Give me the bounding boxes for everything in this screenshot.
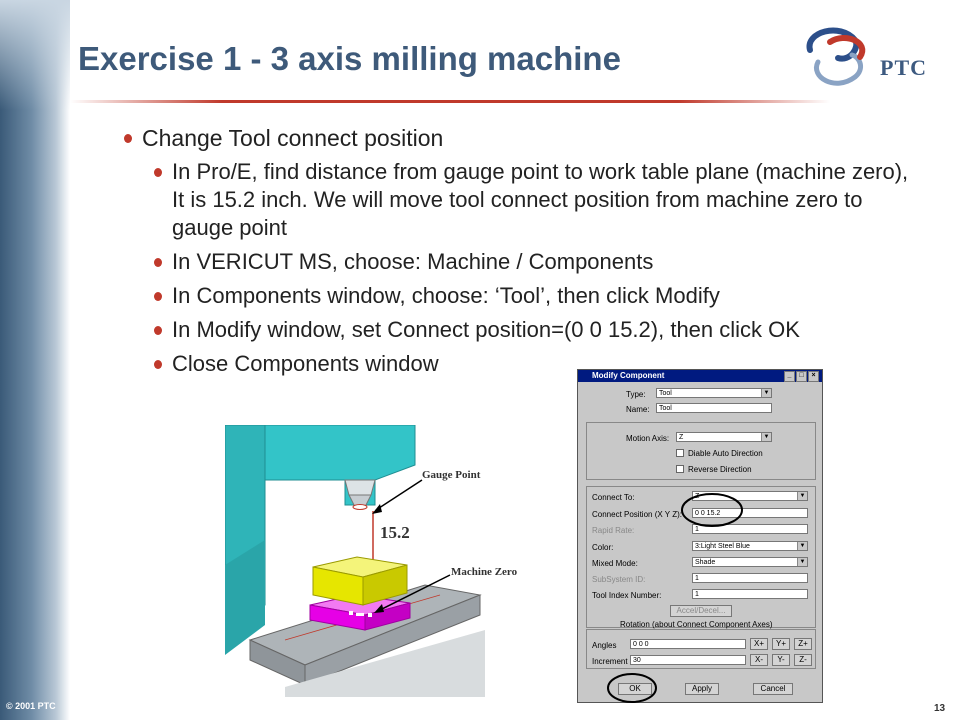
rotation-header: Rotation (about Connect Component Axes) (620, 620, 773, 629)
color-value: 3:Light Steel Blue (695, 543, 750, 550)
bullet-dot (154, 360, 162, 369)
ok-button[interactable]: OK (618, 683, 652, 695)
angles-input[interactable]: 0 0 0 (630, 639, 746, 649)
z-minus-button[interactable]: Z- (794, 654, 812, 666)
x-minus-button[interactable]: X- (750, 654, 768, 666)
close-button[interactable]: × (808, 371, 819, 382)
bullet-sub: In Modify window, set Connect position=(… (152, 316, 872, 344)
mixed-mode-value: Shade (695, 559, 716, 566)
ptc-logo-text: PTC (880, 55, 927, 80)
bullet-text: In VERICUT MS, choose: Machine / Compone… (172, 249, 654, 274)
bullet-text: In Components window, choose: ‘Tool’, th… (172, 283, 720, 308)
chevron-down-icon: ▼ (761, 433, 771, 441)
chevron-down-icon: ▼ (797, 558, 807, 566)
page-number: 13 (934, 703, 946, 714)
window-controls: _ □ × (784, 371, 819, 382)
cancel-button[interactable]: Cancel (753, 683, 793, 695)
name-label: Name: (626, 405, 650, 414)
highlight-circles (607, 493, 743, 703)
gauge-point-label: Gauge Point (422, 469, 481, 481)
color-label: Color: (592, 543, 614, 552)
rapid-rate-label: Rapid Rate: (592, 526, 635, 535)
type-label: Type: (626, 390, 646, 399)
bullet-dot (154, 168, 162, 177)
angles-label: Angles (592, 641, 617, 650)
reverse-direction-checkbox[interactable] (676, 465, 684, 473)
bullet-list: Change Tool connect position In Pro/E, f… (122, 124, 912, 384)
machine-zero-label: Machine Zero (451, 566, 518, 578)
x-plus-button[interactable]: X+ (750, 638, 768, 650)
rotation-group (586, 629, 816, 669)
bullet-text: In Pro/E, find distance from gauge point… (172, 159, 909, 240)
increment-label: Increment (592, 657, 628, 666)
chevron-down-icon: ▼ (761, 389, 771, 397)
y-minus-button[interactable]: Y- (772, 654, 790, 666)
dialog-titlebar[interactable]: Modify Component _ □ × (578, 370, 822, 382)
bullet-sub: In VERICUT MS, choose: Machine / Compone… (152, 248, 912, 276)
connect-position-label: Connect Position (X Y Z): (592, 510, 682, 519)
mixed-mode-select[interactable]: Shade ▼ (692, 557, 808, 567)
minimize-button[interactable]: _ (784, 371, 795, 382)
bullet-text: In Modify window, set Connect position=(… (172, 317, 800, 342)
connect-group (586, 486, 816, 628)
connect-position-input[interactable]: 0 0 15.2 (692, 508, 808, 518)
subsystem-input[interactable]: 1 (692, 573, 808, 583)
reverse-direction-label: Reverse Direction (688, 465, 752, 474)
chevron-down-icon: ▼ (797, 492, 807, 500)
distance-label: 15.2 (380, 523, 410, 542)
mixed-mode-label: Mixed Mode: (592, 559, 638, 568)
subsystem-label: SubSystem ID: (592, 575, 646, 584)
bullet-main: Change Tool connect position (122, 124, 912, 152)
title-rule (70, 100, 830, 103)
increment-input[interactable]: 30 (630, 655, 746, 665)
motion-axis-select[interactable]: Z▼ (676, 432, 772, 442)
milling-machine-figure (225, 425, 485, 697)
chevron-down-icon: ▼ (797, 542, 807, 550)
accel-decel-button[interactable]: Accel/Decel... (670, 605, 732, 617)
tool-index-label: Tool Index Number: (592, 591, 662, 600)
motion-axis-label: Motion Axis: (626, 434, 670, 443)
bullet-sub: Close Components window (152, 350, 912, 378)
left-bar-highlight (0, 0, 70, 110)
motion-axis-value: Z (679, 434, 684, 441)
color-select[interactable]: 3:Light Steel Blue ▼ (692, 541, 808, 551)
bullet-dot (154, 292, 162, 301)
bullet-sub: In Components window, choose: ‘Tool’, th… (152, 282, 912, 310)
type-value: Tool (659, 390, 672, 397)
diable-auto-direction-label: Diable Auto Direction (688, 449, 763, 458)
z-plus-button[interactable]: Z+ (794, 638, 812, 650)
tool-index-input[interactable]: 1 (692, 589, 808, 599)
figure-annotations (372, 479, 451, 613)
ptc-swirl-logo (806, 27, 866, 86)
connect-to-label: Connect To: (592, 493, 635, 502)
bullet-sub: In Pro/E, find distance from gauge point… (152, 158, 912, 242)
apply-button[interactable]: Apply (685, 683, 719, 695)
y-plus-button[interactable]: Y+ (772, 638, 790, 650)
rapid-rate-input[interactable]: 1 (692, 524, 808, 534)
bullet-text: Close Components window (172, 351, 439, 376)
left-gradient-bar (0, 0, 70, 720)
motion-group (586, 422, 816, 480)
diable-auto-direction-checkbox[interactable] (676, 449, 684, 457)
bullet-text: Change Tool connect position (142, 125, 444, 151)
maximize-button[interactable]: □ (796, 371, 807, 382)
slide-title: Exercise 1 - 3 axis milling machine (78, 40, 621, 77)
dialog-title: Modify Component (592, 371, 665, 380)
modify-component-dialog: Modify Component _ □ × Type: Tool ▼ Name:… (577, 369, 823, 703)
bullet-dot (154, 326, 162, 335)
bullet-dot (154, 258, 162, 267)
type-select[interactable]: Tool ▼ (656, 388, 772, 398)
bullet-dot (124, 134, 132, 143)
copyright: © 2001 PTC (6, 701, 56, 711)
name-input[interactable]: Tool (656, 403, 772, 413)
